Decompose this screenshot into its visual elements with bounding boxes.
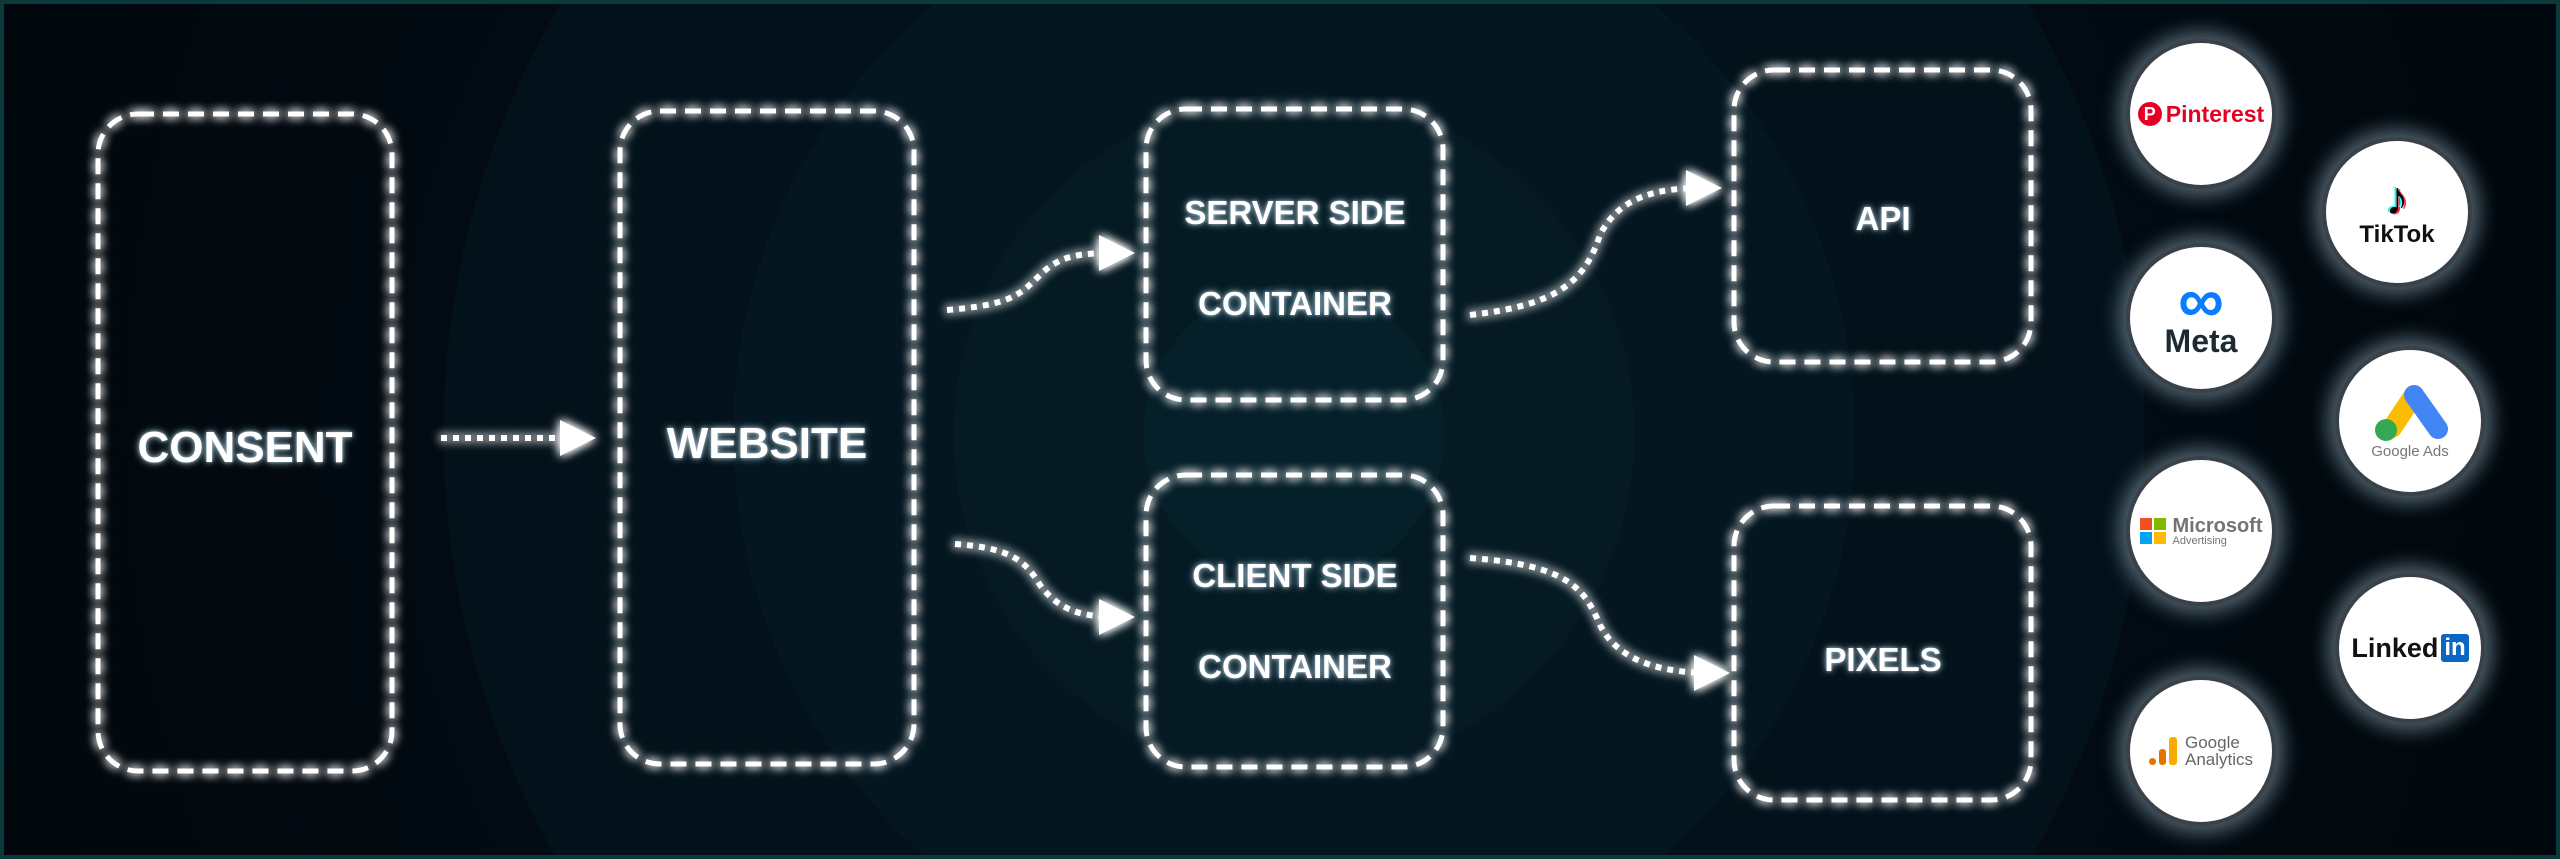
linkedin-logo: Linked in: [2335, 573, 2485, 723]
arrow-client-to-pixels: [1469, 555, 1730, 691]
linkedin-text: Linked: [2351, 632, 2439, 663]
api-box: [1731, 67, 2034, 365]
diagram-lines: [95, 67, 2034, 803]
microsoft-icon: [2139, 518, 2166, 544]
tiktok-text: TikTok: [2359, 221, 2435, 248]
linkedin-in-badge: in: [2441, 634, 2469, 662]
pixels-label: PIXELS: [1824, 641, 1942, 678]
website-box: [617, 108, 917, 767]
website-label: WEBSITE: [666, 419, 868, 468]
consent-box: [95, 111, 395, 774]
pinterest-icon: P: [2137, 102, 2162, 126]
ga-analytics-text: Analytics: [2184, 750, 2254, 769]
google-analytics-logo: Google Analytics: [2126, 676, 2276, 826]
tiktok-icon: ♪: [2385, 172, 2409, 224]
client-side-container-box: [1143, 472, 1446, 770]
google-ads-logo: Google Ads: [2335, 346, 2485, 496]
arrow-server-to-api: [1469, 170, 1722, 318]
google-analytics-icon: [2148, 737, 2177, 765]
microsoft-advertising-logo: Microsoft Advertising: [2126, 456, 2276, 606]
arrow-website-to-server: [946, 235, 1135, 313]
tiktok-logo: ♪ TikTok: [2322, 137, 2472, 287]
ga-google-text: Google: [2184, 733, 2240, 752]
client-container-label: CONTAINER: [1198, 648, 1392, 685]
client-side-label: CLIENT SIDE: [1192, 557, 1398, 594]
server-side-label: SERVER SIDE: [1184, 194, 1406, 231]
server-side-container-box: [1143, 106, 1446, 403]
api-label: API: [1855, 200, 1911, 237]
meta-text: Meta: [2164, 322, 2238, 359]
consent-label: CONSENT: [137, 423, 353, 472]
pinterest-logo: P Pinterest: [2126, 39, 2276, 189]
meta-infinity-icon: ∞: [2178, 263, 2224, 336]
arrow-website-to-client: [954, 541, 1135, 635]
microsoft-text: Microsoft: [2172, 514, 2263, 537]
google-ads-text: Google Ads: [2371, 442, 2449, 460]
pixels-box: [1731, 503, 2034, 803]
diagram-canvas: CONSENT WEBSITE SERVER SIDE CONTAINER CL…: [4, 4, 2556, 855]
server-container-label: CONTAINER: [1198, 285, 1392, 322]
google-ads-icon: [2375, 384, 2448, 441]
pinterest-text: Pinterest: [2165, 100, 2265, 127]
advertising-text: Advertising: [2172, 534, 2227, 547]
meta-logo: ∞ Meta: [2126, 243, 2276, 393]
